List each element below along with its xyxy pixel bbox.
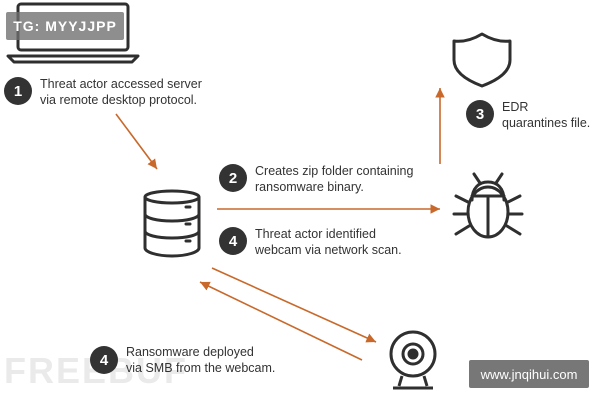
arrow-webcam-to-server [199, 281, 363, 361]
database-icon [143, 189, 201, 258]
webcam-icon [389, 330, 437, 390]
step-1-line-2: via remote desktop protocol. [40, 93, 198, 107]
watermark-tg: TG: MYYJJPP [6, 12, 124, 40]
step-3-line-2: quarantines file. [502, 116, 591, 130]
watermark-site: www.jnqihui.com [469, 360, 589, 388]
step-4-scan-line-2: webcam via network scan. [255, 243, 402, 257]
step-3-text: EDR quarantines file. [502, 99, 590, 131]
step-4-scan-line-1: Threat actor identified [255, 227, 376, 241]
step-2-line-1: Creates zip folder containing [255, 164, 414, 178]
step-4-deploy-badge: 4 [90, 346, 118, 374]
step-1-badge: 1 [4, 77, 32, 105]
step-3-badge: 3 [466, 100, 494, 128]
step-4-deploy-text: Ransomware deployed via SMB from the web… [126, 344, 275, 376]
arrow-laptop-to-server [115, 113, 158, 170]
step-4-deploy-line-1: Ransomware deployed [126, 345, 254, 359]
step-1-line-1: Threat actor accessed server [40, 77, 202, 91]
shield-icon [452, 32, 512, 88]
arrow-server-to-webcam [211, 267, 377, 343]
step-4-scan-text: Threat actor identified webcam via netwo… [255, 226, 402, 258]
step-2-line-2: ransomware binary. [255, 180, 364, 194]
bug-icon [452, 172, 524, 239]
step-2-badge: 2 [219, 164, 247, 192]
step-1-text: Threat actor accessed server via remote … [40, 76, 202, 108]
step-4-scan-badge: 4 [219, 227, 247, 255]
step-3-line-1: EDR [502, 100, 529, 114]
step-4-deploy-line-2: via SMB from the webcam. [126, 361, 276, 375]
step-2-text: Creates zip folder containing ransomware… [255, 163, 413, 195]
